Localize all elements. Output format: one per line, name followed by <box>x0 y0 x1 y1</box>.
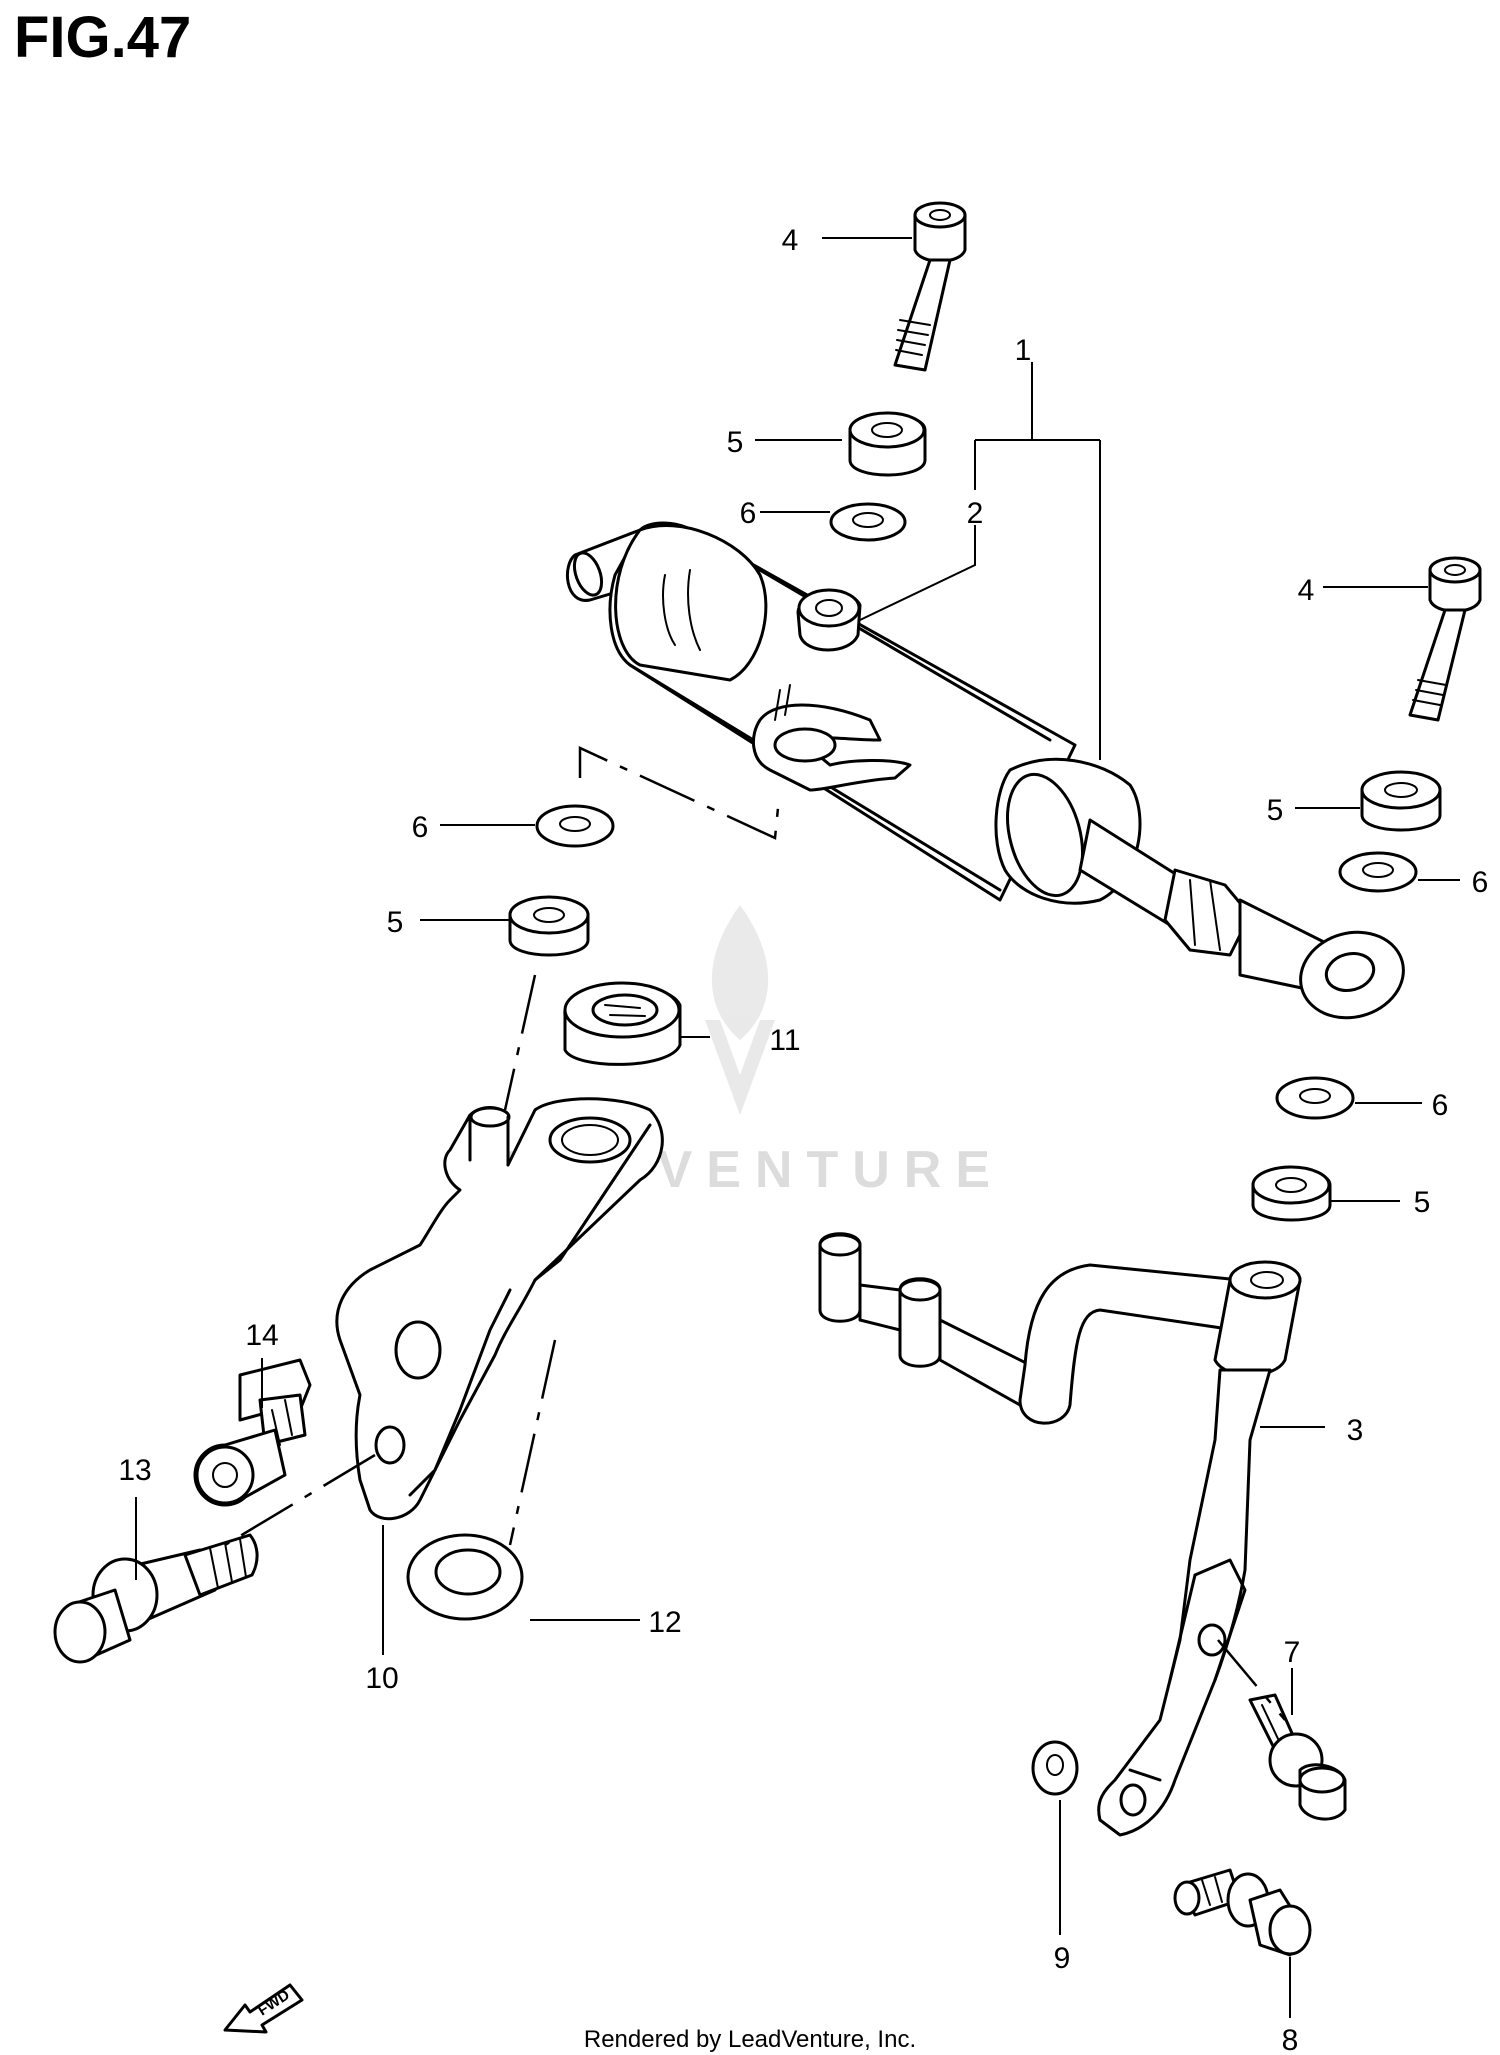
bolt-upper <box>893 201 967 372</box>
callout-13: 13 <box>118 1454 151 1487</box>
bracket <box>335 1097 664 1521</box>
callout-14: 14 <box>245 1319 278 1352</box>
callout-6-left: 6 <box>412 811 429 844</box>
washer-thin-upper <box>829 502 907 542</box>
flame-logo-icon <box>705 905 775 1115</box>
socket-bolt <box>193 1358 312 1507</box>
callout-3: 3 <box>1347 1414 1364 1447</box>
small-washer <box>1031 1740 1079 1796</box>
cap-nut <box>796 588 862 652</box>
washer-thin-right <box>1338 851 1418 893</box>
steering-damper <box>565 521 1405 1020</box>
washer-thin-right-lower <box>1275 1076 1355 1120</box>
callout-6-lower: 6 <box>1432 1089 1449 1122</box>
callout-12: 12 <box>648 1606 681 1639</box>
callout-10: 10 <box>365 1662 398 1695</box>
callout-2: 2 <box>967 497 984 530</box>
leader-lines <box>135 237 1460 2018</box>
forward-arrow-icon: FWD <box>223 1983 304 2034</box>
callout-4-upper: 4 <box>782 224 799 257</box>
callout-5-left: 5 <box>387 906 404 939</box>
callout-5-upper: 5 <box>727 426 744 459</box>
washer-thick-right <box>1360 770 1442 832</box>
callout-5-right: 5 <box>1267 794 1284 827</box>
assembly-dash-lines <box>224 746 1286 1721</box>
washer-thick-left <box>508 895 590 957</box>
hex-bolt <box>1173 1868 1312 1957</box>
flange-bolt <box>53 1533 259 1664</box>
callout-5-lower: 5 <box>1414 1186 1431 1219</box>
callout-7: 7 <box>1284 1636 1301 1669</box>
figure-title: FIG.47 <box>14 5 192 70</box>
footer-credit: Rendered by LeadVenture, Inc. <box>583 2026 917 2053</box>
callout-8: 8 <box>1282 2024 1299 2055</box>
callout-11: 11 <box>769 1024 800 1057</box>
bolt-right <box>1408 556 1482 722</box>
collar <box>563 981 682 1066</box>
callout-6-upper: 6 <box>740 497 757 530</box>
callout-9: 9 <box>1054 1942 1071 1975</box>
callout-1: 1 <box>1015 334 1032 367</box>
steering-stay <box>818 1232 1302 1837</box>
callout-4-right: 4 <box>1298 574 1315 607</box>
callout-6-right: 6 <box>1472 866 1489 899</box>
washer-thick-right-lower <box>1251 1165 1332 1222</box>
stud-bolt <box>1248 1693 1347 1821</box>
washer-thick-upper <box>848 411 927 477</box>
flat-washer <box>406 1533 524 1621</box>
washer-thin-left <box>535 804 615 848</box>
